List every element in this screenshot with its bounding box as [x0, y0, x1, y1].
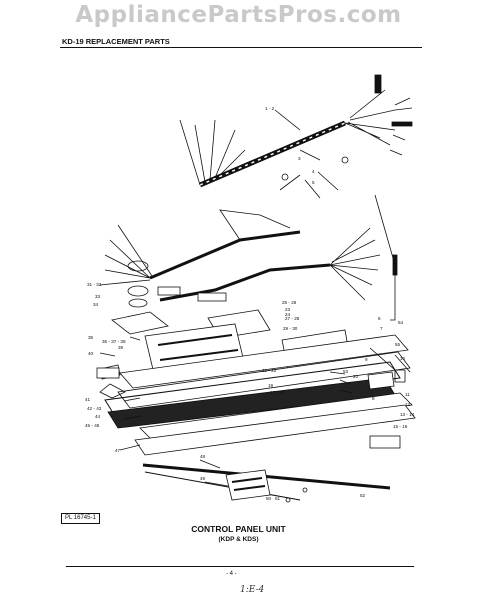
svg-text:13 - 14: 13 - 14 — [400, 412, 415, 417]
svg-text:53: 53 — [343, 369, 349, 374]
svg-text:52: 52 — [360, 493, 366, 498]
svg-text:35: 35 — [88, 335, 94, 340]
svg-text:23: 23 — [285, 307, 291, 312]
diagram-caption-subtitle: (KDP & KDS) — [218, 536, 259, 543]
svg-text:31 - 32: 31 - 32 — [87, 282, 102, 287]
svg-text:33: 33 — [95, 294, 101, 299]
svg-text:44: 44 — [95, 414, 101, 419]
svg-text:25 - 26: 25 - 26 — [282, 300, 297, 305]
diagram-caption-title: CONTROL PANEL UNIT — [191, 524, 286, 534]
svg-text:10: 10 — [400, 356, 406, 361]
svg-text:34: 34 — [93, 302, 99, 307]
handwritten-note: 1:E-4 — [240, 585, 265, 595]
svg-text:11: 11 — [405, 392, 410, 397]
svg-text:9: 9 — [365, 357, 368, 362]
svg-text:47: 47 — [115, 448, 121, 453]
svg-text:51: 51 — [275, 496, 281, 501]
svg-text:5: 5 — [312, 180, 315, 185]
svg-text:17 - 18: 17 - 18 — [270, 390, 285, 395]
svg-text:6: 6 — [378, 316, 381, 321]
svg-text:50: 50 — [266, 496, 272, 501]
svg-text:21 - 22: 21 - 22 — [262, 368, 277, 373]
svg-text:19: 19 — [268, 383, 274, 388]
svg-text:41: 41 — [85, 397, 91, 402]
svg-text:1 - 2: 1 - 2 — [265, 106, 275, 111]
svg-text:7: 7 — [380, 326, 383, 331]
svg-text:27 - 28: 27 - 28 — [285, 316, 300, 321]
svg-text:45 - 46: 45 - 46 — [85, 423, 100, 428]
svg-text:40: 40 — [88, 351, 94, 356]
footer-rule — [66, 566, 414, 568]
svg-text:29 - 30: 29 - 30 — [283, 326, 298, 331]
header-rule — [60, 47, 422, 49]
svg-text:36 - 37 - 38: 36 - 37 - 38 — [102, 339, 126, 344]
svg-text:49: 49 — [200, 476, 206, 481]
page-number: - 4 - — [226, 571, 237, 577]
svg-text:24: 24 — [285, 312, 291, 317]
svg-text:20: 20 — [353, 374, 359, 379]
svg-text:55: 55 — [395, 342, 401, 347]
svg-text:8: 8 — [372, 396, 375, 401]
svg-text:3: 3 — [298, 156, 301, 161]
svg-text:12: 12 — [405, 402, 411, 407]
svg-text:48: 48 — [200, 454, 206, 459]
page-title: KD-19 REPLACEMENT PARTS — [62, 37, 170, 46]
svg-text:15 - 16: 15 - 16 — [393, 424, 408, 429]
svg-text:39: 39 — [118, 345, 124, 350]
svg-text:4: 4 — [312, 169, 315, 174]
svg-text:54: 54 — [398, 320, 404, 325]
svg-text:42 - 43: 42 - 43 — [87, 406, 102, 411]
watermark: AppliancePartsPros.com — [75, 2, 402, 28]
plate-id: PL 16745-1 — [61, 513, 100, 524]
